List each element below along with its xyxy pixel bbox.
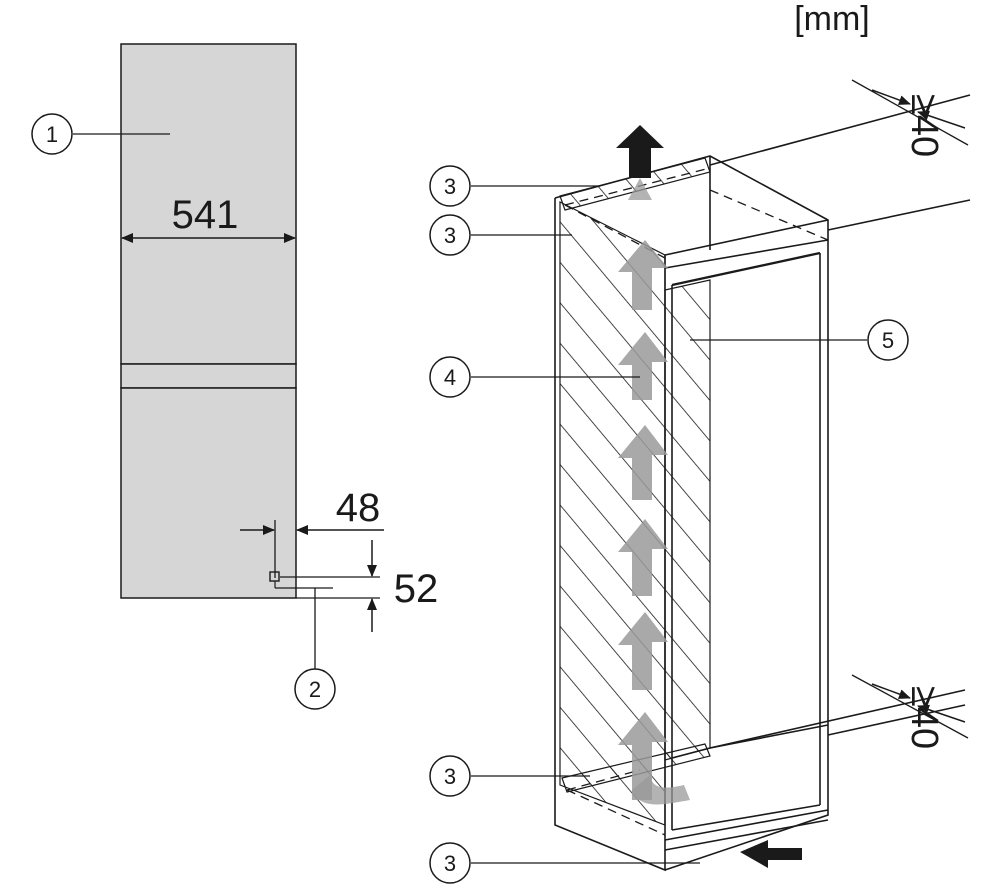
callout-3-top-outer: 3 — [429, 165, 600, 207]
width-dimension-label: 541 — [172, 193, 239, 237]
air-intake-arrow-icon — [740, 840, 802, 868]
airflow-arrow-4 — [618, 425, 668, 500]
air-exit-arrow-icon — [616, 125, 664, 178]
lower-door-panel — [120, 387, 297, 599]
callout-3-top-outer-number: 3 — [444, 174, 456, 199]
callout-4-number: 4 — [444, 365, 456, 390]
airflow-arrow-5 — [618, 332, 668, 400]
front-view: 541 48 52 1 2 — [31, 43, 439, 710]
callout-5-number: 5 — [882, 328, 894, 353]
offset-52-label: 52 — [394, 567, 439, 611]
airflow-curve-inlet — [632, 775, 690, 805]
bottom-clearance-label: ≥40 — [903, 686, 945, 749]
upper-door-panel — [120, 43, 297, 365]
airflow-arrows — [618, 178, 690, 805]
callout-1-number: 1 — [46, 122, 58, 147]
airflow-arrow-1 — [618, 712, 668, 800]
callout-5: 5 — [690, 319, 909, 361]
offset-48-label: 48 — [336, 486, 381, 530]
callout-2-number: 2 — [309, 677, 321, 702]
airflow-arrow-6 — [618, 240, 668, 310]
door-divider-strip — [120, 363, 297, 389]
callout-4: 4 — [429, 356, 640, 398]
callout-3-bottom-inner-number: 3 — [444, 764, 456, 789]
installation-view: ≥40 ≥40 3 3 4 5 — [429, 79, 971, 884]
top-clearance-dimension: ≥40 — [851, 79, 969, 157]
callout-3-bottom-plinth: 3 — [429, 842, 700, 884]
airflow-arrow-3 — [618, 519, 668, 596]
bottom-clearance-dimension: ≥40 — [851, 674, 969, 749]
airflow-arrow-7 — [628, 178, 652, 200]
callout-3-top-inner-number: 3 — [444, 223, 456, 248]
air-channel-hatch-side — [664, 279, 711, 761]
callout-3-top-inner: 3 — [429, 214, 572, 256]
unit-label: [mm] — [794, 0, 870, 38]
callout-2-circle — [294, 668, 336, 710]
top-clearance-label: ≥40 — [903, 94, 945, 157]
callout-1-circle — [31, 113, 73, 155]
callout-3-bottom-plinth-number: 3 — [444, 851, 456, 876]
callout-3-bottom-inner: 3 — [429, 755, 590, 797]
airflow-arrow-2 — [618, 612, 668, 690]
